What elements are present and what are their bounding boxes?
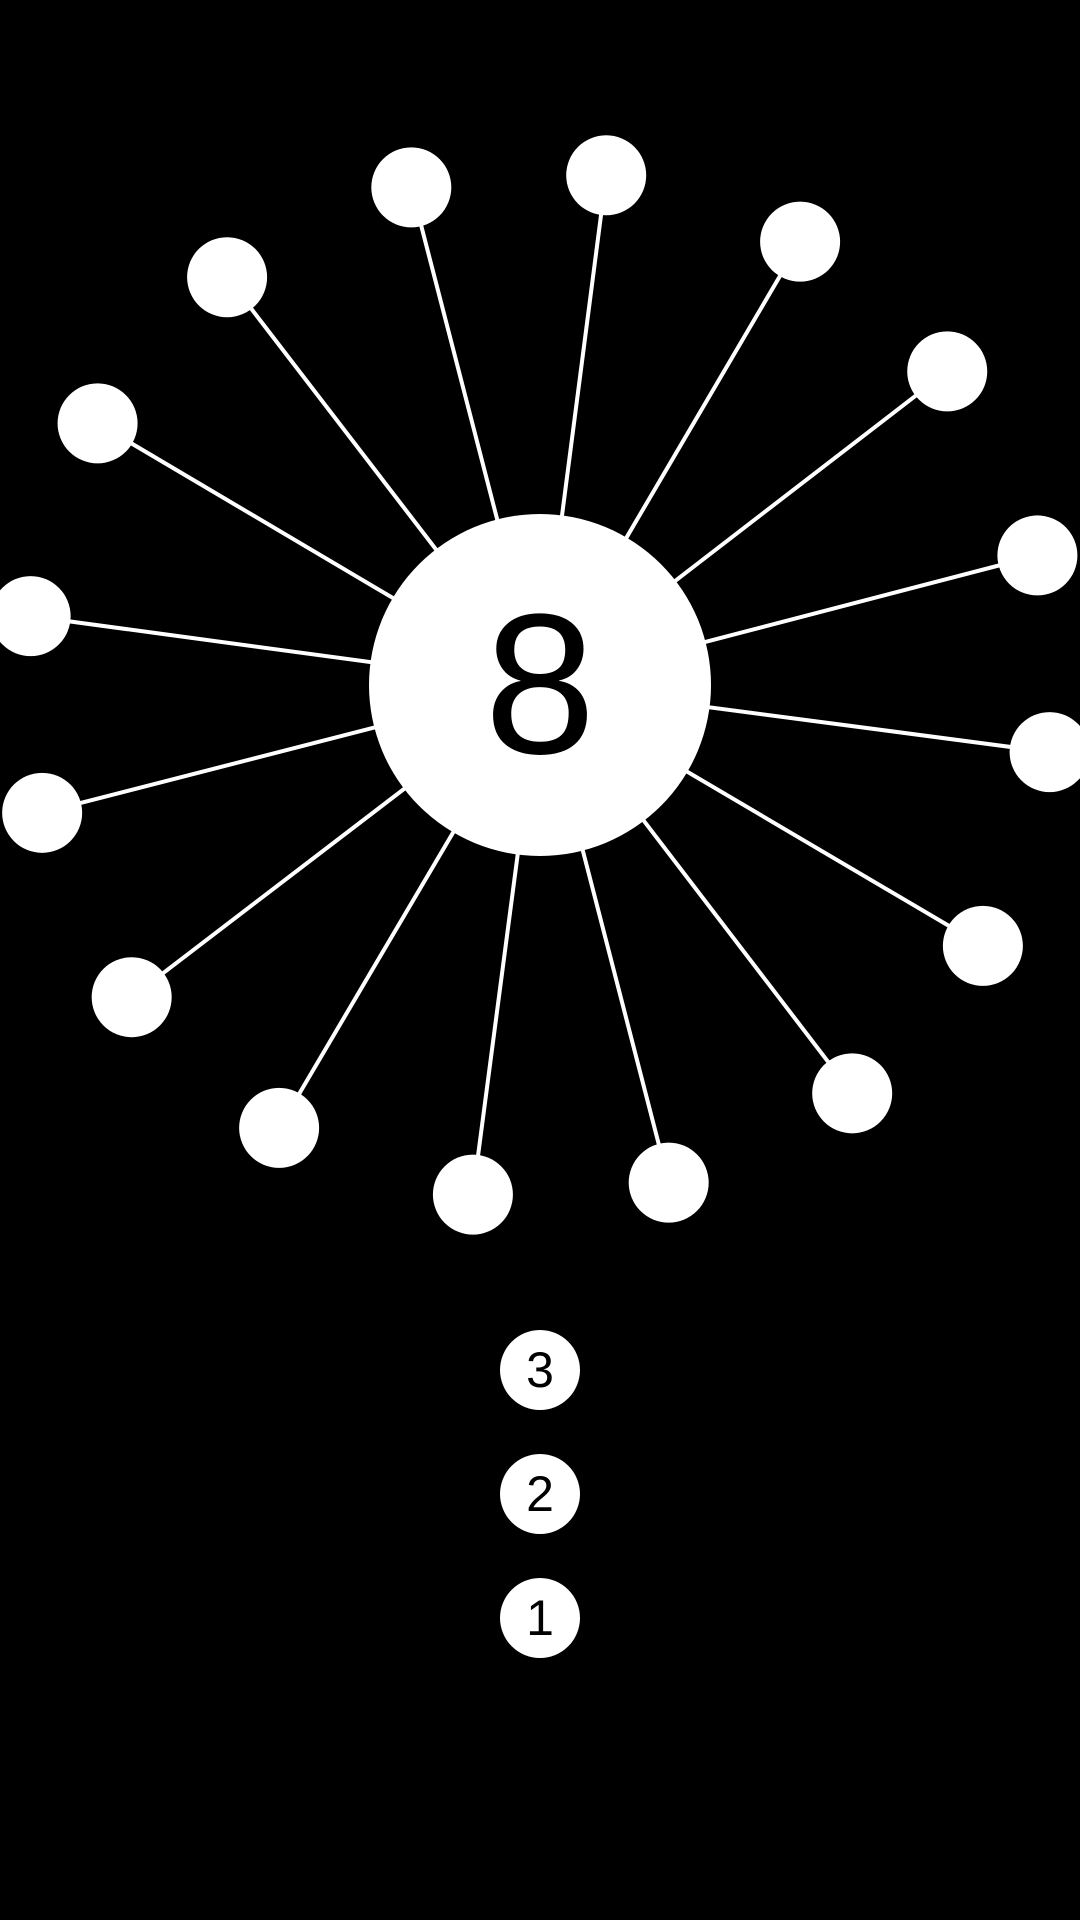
pinned-ball xyxy=(628,1142,709,1223)
pinned-ball xyxy=(371,147,452,228)
pinned-ball xyxy=(57,383,138,464)
pinned-ball xyxy=(239,1087,320,1168)
queued-ball-number: 1 xyxy=(526,1590,554,1646)
queued-ball: 3 xyxy=(500,1330,580,1410)
pinned-ball xyxy=(2,772,83,853)
pinned-ball xyxy=(432,1154,513,1235)
pinned-ball xyxy=(187,237,268,318)
pinned-ball xyxy=(907,331,988,412)
pinned-ball xyxy=(566,135,647,216)
pinned-ball xyxy=(812,1053,893,1134)
level-number: 8 xyxy=(484,573,596,796)
pinned-ball xyxy=(942,905,1023,986)
core-circle xyxy=(369,514,711,856)
pinned-ball xyxy=(1009,712,1080,793)
queued-ball: 1 xyxy=(500,1578,580,1658)
queued-ball: 2 xyxy=(500,1454,580,1534)
pinned-ball xyxy=(760,201,841,282)
pinned-ball xyxy=(91,957,172,1038)
queued-ball-number: 2 xyxy=(526,1466,554,1522)
pinned-ball xyxy=(0,576,71,657)
pinned-ball xyxy=(997,515,1078,596)
queued-ball-number: 3 xyxy=(526,1342,554,1398)
